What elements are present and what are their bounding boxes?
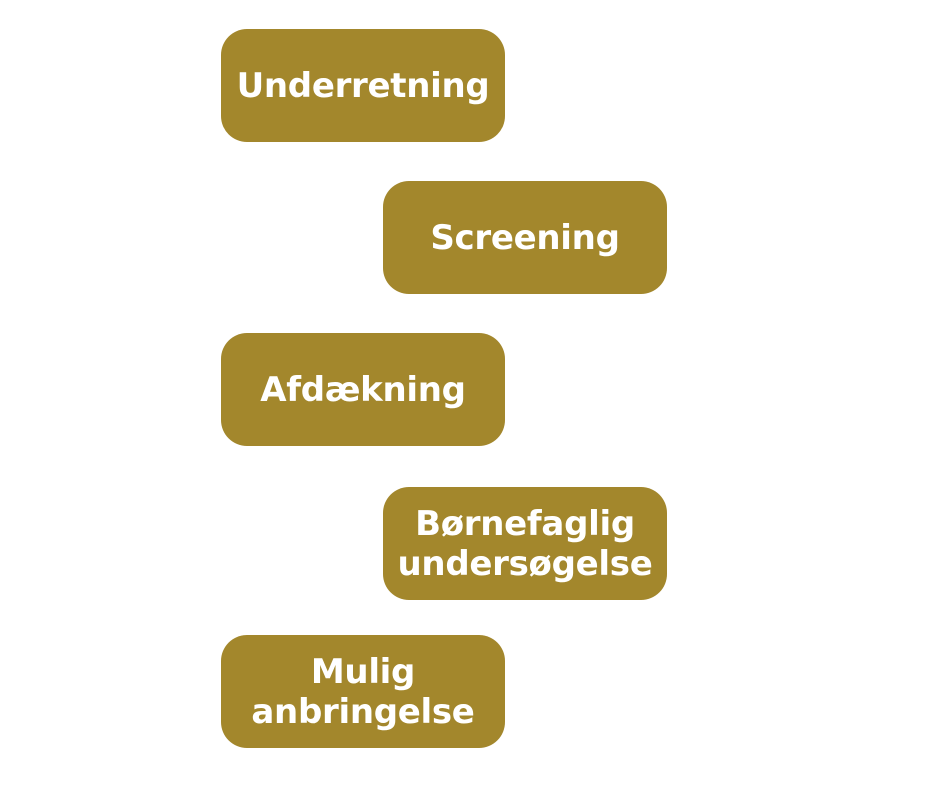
step-label: Mulig anbringelse bbox=[251, 651, 475, 732]
step-screening: Screening bbox=[383, 181, 667, 294]
step-underretning: Underretning bbox=[221, 29, 505, 142]
step-label: Afdækning bbox=[260, 369, 466, 410]
step-label: Screening bbox=[430, 217, 620, 258]
step-boernefaglig-undersoegelse: Børnefaglig undersøgelse bbox=[383, 487, 667, 600]
step-label: Underretning bbox=[236, 65, 490, 106]
step-afdaekning: Afdækning bbox=[221, 333, 505, 446]
step-mulig-anbringelse: Mulig anbringelse bbox=[221, 635, 505, 748]
step-label: Børnefaglig undersøgelse bbox=[397, 503, 653, 584]
